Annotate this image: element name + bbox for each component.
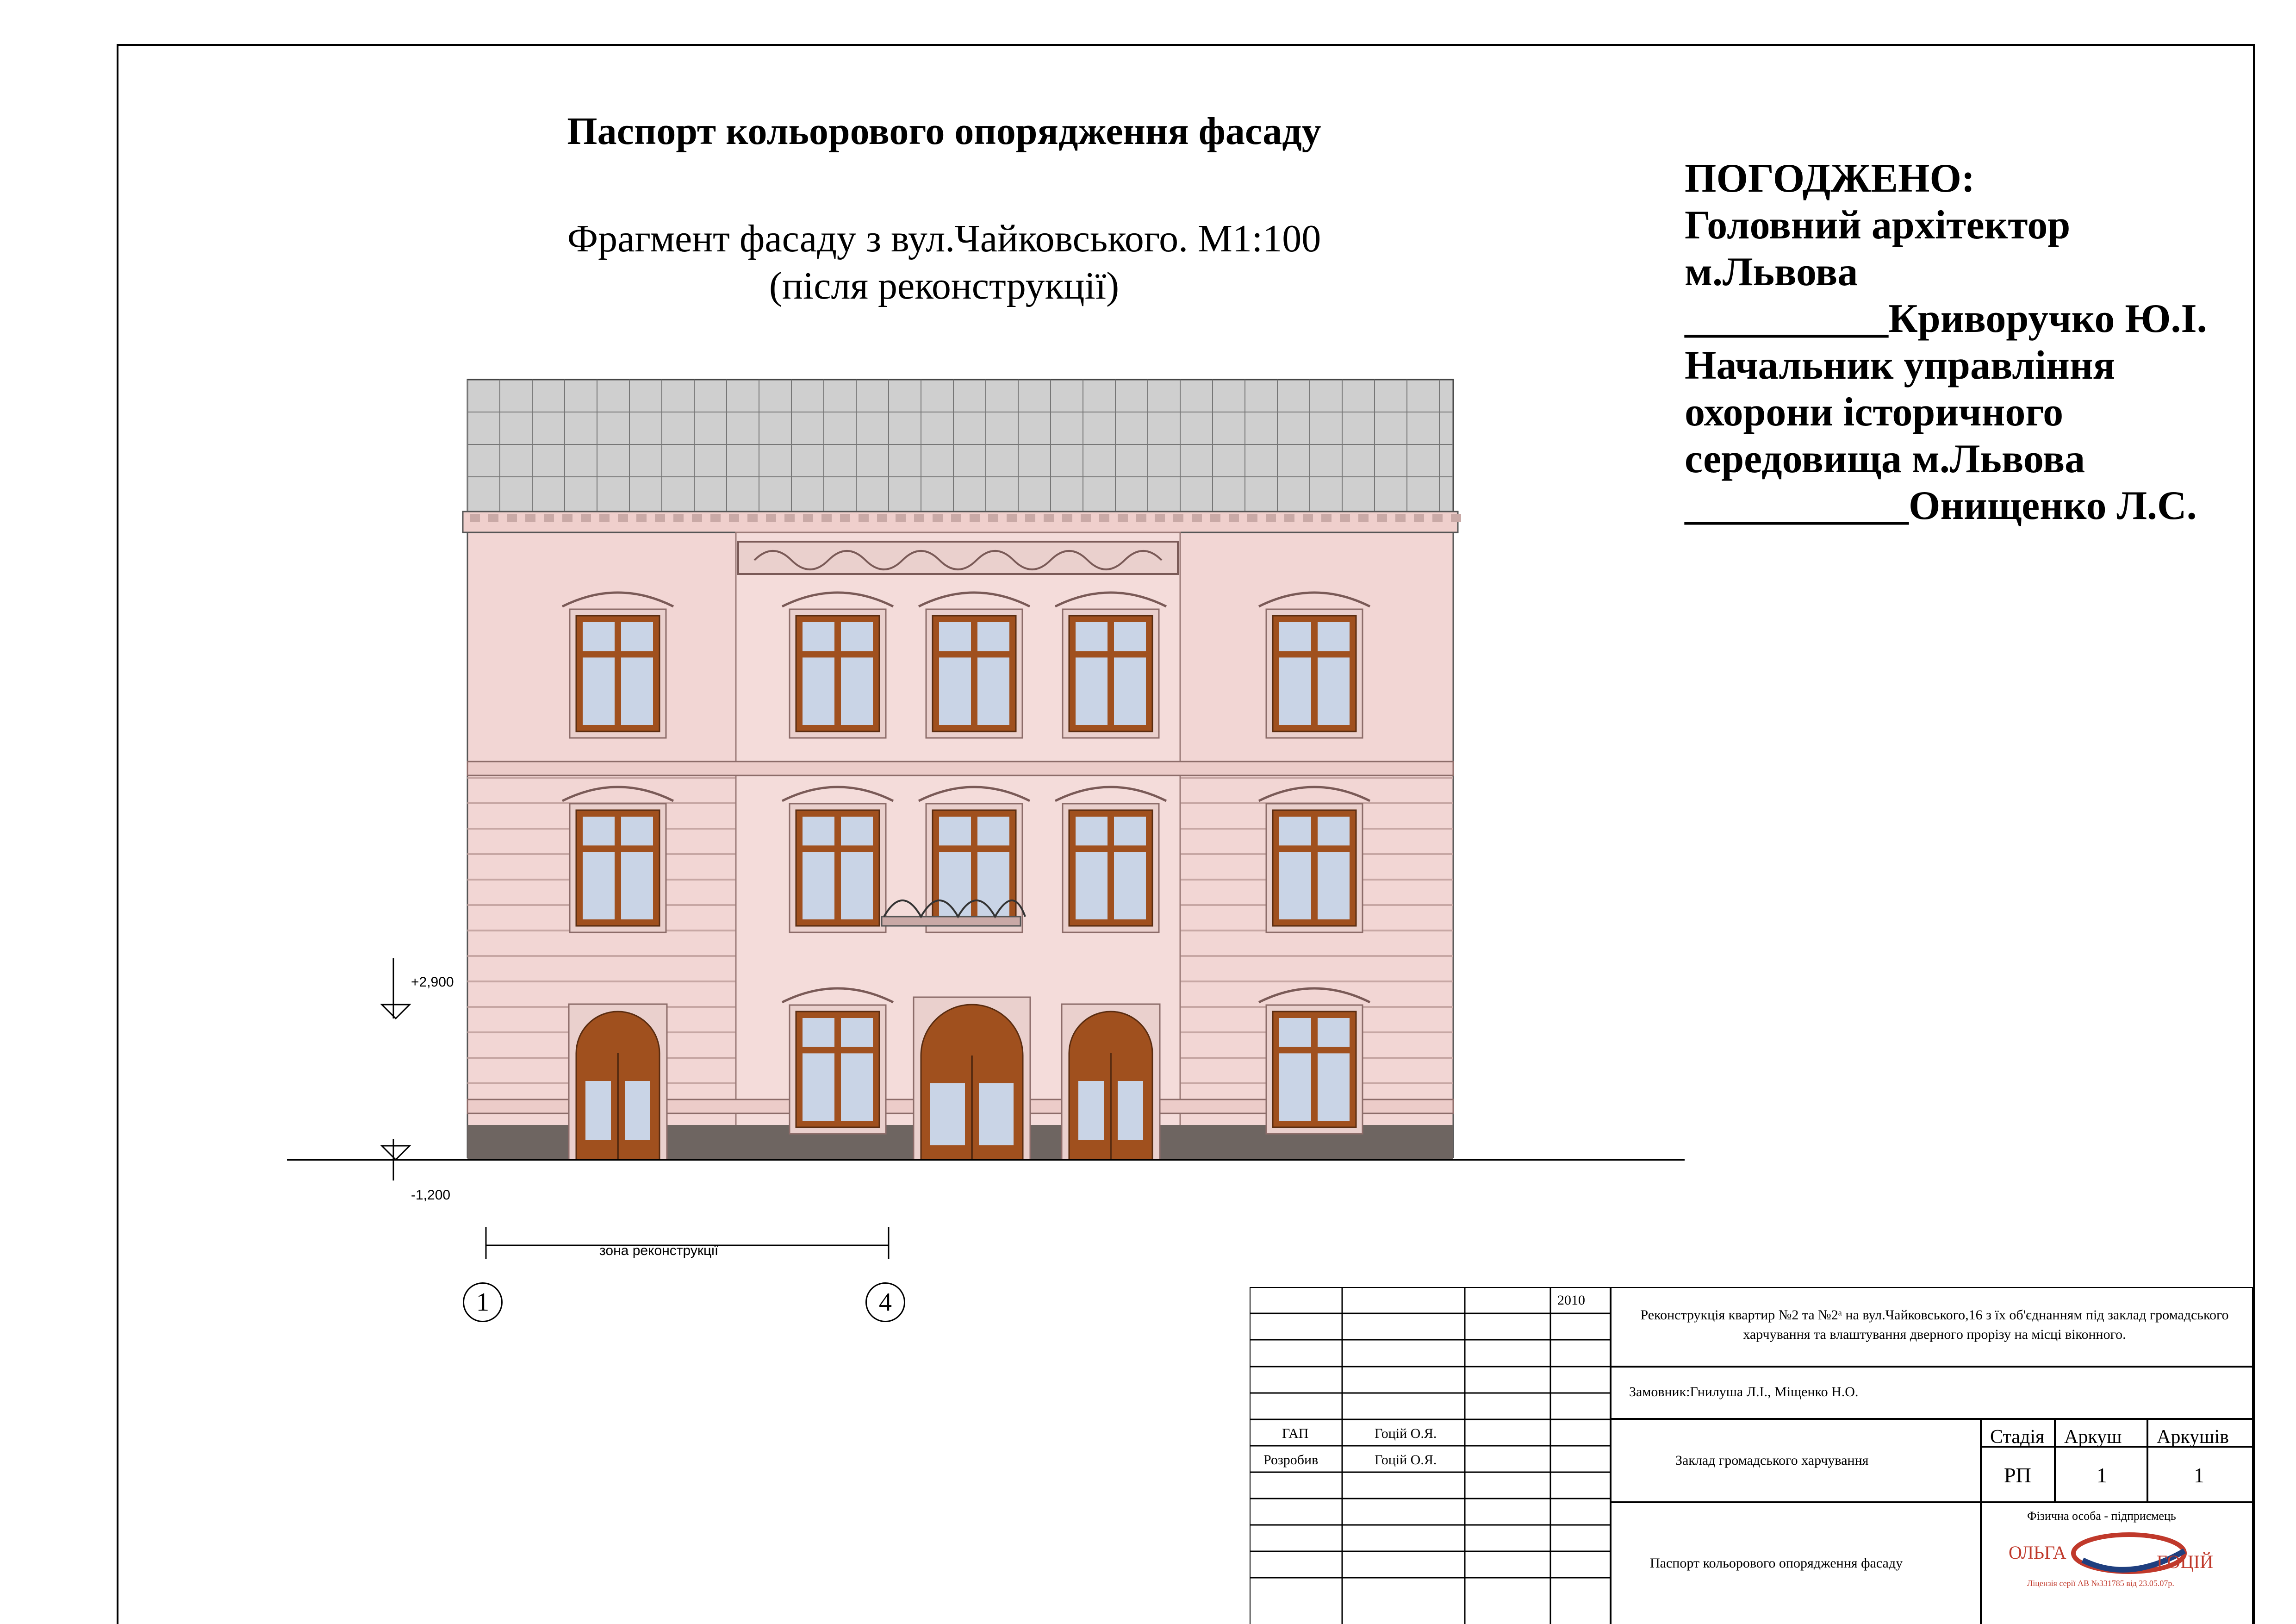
- logo-swoosh-icon: [2071, 1532, 2187, 1574]
- title-block-grid: [1250, 1287, 2255, 1624]
- approval-line-6: середовища м.Львова: [1685, 437, 2085, 481]
- facade-window: [918, 591, 1031, 739]
- facade-door: [913, 996, 1031, 1161]
- facade-window: [781, 591, 894, 739]
- facade-window: [781, 987, 894, 1135]
- subtitle-line-1: Фрагмент фасаду з вул.Чайковського. М1:1…: [567, 217, 1321, 260]
- approval-stamp: ПОГОДЖЕНО: Головний архітектор м.Львова …: [1685, 155, 2207, 529]
- developer-name: Гоцій О.Я.: [1375, 1452, 1437, 1468]
- frieze-ornament: [737, 541, 1179, 575]
- sheets-value: 1: [2194, 1463, 2204, 1487]
- facade-window: [561, 786, 674, 933]
- approval-line-5: охорони історичного: [1685, 390, 2064, 435]
- approval-line-4: Начальник управління: [1685, 343, 2116, 388]
- roof: [467, 379, 1454, 512]
- sheet-value: 1: [2097, 1463, 2107, 1487]
- gap-label: ГАП: [1282, 1426, 1309, 1441]
- facade-window: [1258, 591, 1371, 739]
- developer-label: Розробив: [1263, 1452, 1319, 1468]
- company-logo: Фізична особа - підприємець ОЛЬГА ГОЦІЙ …: [1990, 1505, 2249, 1620]
- sheets-label: Аркушів: [2157, 1426, 2229, 1448]
- drawing-subtitle: Фрагмент фасаду з вул.Чайковського. М1:1…: [417, 215, 1472, 310]
- facade-window: [1258, 987, 1371, 1135]
- facade-window: [781, 786, 894, 933]
- license-text: Ліцензія серії АВ №331785 від 23.05.07р.: [2027, 1579, 2174, 1588]
- object-name: Заклад громадського харчування: [1675, 1453, 1869, 1468]
- gap-name: Гоцій О.Я.: [1375, 1426, 1437, 1441]
- sheet-label: Аркуш: [2064, 1426, 2122, 1448]
- facade-window: [1258, 786, 1371, 933]
- page-title: Паспорт кольорового опорядження фасаду: [567, 110, 1321, 153]
- year-value: 2010: [1557, 1293, 1585, 1308]
- string-course-upper: [467, 761, 1454, 776]
- stage-value: РП: [2004, 1463, 2031, 1487]
- axis-marker-1: 1: [463, 1282, 503, 1322]
- project-description: Реконструкція квартир №2 та №2ᵃ на вул.Ч…: [1640, 1307, 2229, 1342]
- reconstruction-zone-label: зона реконструкції: [599, 1243, 719, 1258]
- level-upper: +2,900: [411, 974, 454, 990]
- balcony: [881, 899, 1026, 927]
- approval-heading: ПОГОДЖЕНО:: [1685, 156, 1975, 201]
- axis-marker-4: 4: [865, 1282, 905, 1322]
- facade-window: [1054, 786, 1167, 933]
- company-top-text: Фізична особа - підприємець: [2027, 1509, 2176, 1523]
- facade-elevation: [287, 379, 1685, 1259]
- client-text: Замовник:Гнилуша Л.І., Міщенко Н.О.: [1629, 1384, 1859, 1399]
- sheet-title: Паспорт кольорового опорядження фасаду: [1650, 1555, 1903, 1571]
- approval-line-7: ___________Онищенко Л.С.: [1685, 483, 2197, 528]
- approval-line-3: __________Криворучко Ю.І.: [1685, 296, 2207, 341]
- facade-window: [1054, 591, 1167, 739]
- facade-door: [1061, 1003, 1161, 1161]
- facade-door: [568, 1003, 668, 1161]
- level-lower: -1,200: [411, 1187, 451, 1203]
- title-block: 2010 Реконструкція квартир №2 та №2ᵃ на …: [1250, 1287, 2255, 1624]
- company-name-left: ОЛЬГА: [2009, 1542, 2066, 1563]
- drawing-frame: [117, 44, 2255, 1624]
- approval-line-1: Головний архітектор: [1685, 203, 2071, 248]
- stage-label: Стадія: [1990, 1426, 2045, 1448]
- subtitle-line-2: (після реконструкції): [769, 264, 1120, 307]
- facade-window: [918, 786, 1031, 933]
- approval-line-2: м.Львова: [1685, 250, 1858, 294]
- facade-window: [561, 591, 674, 739]
- company-name-right: ГОЦІЙ: [2157, 1551, 2214, 1572]
